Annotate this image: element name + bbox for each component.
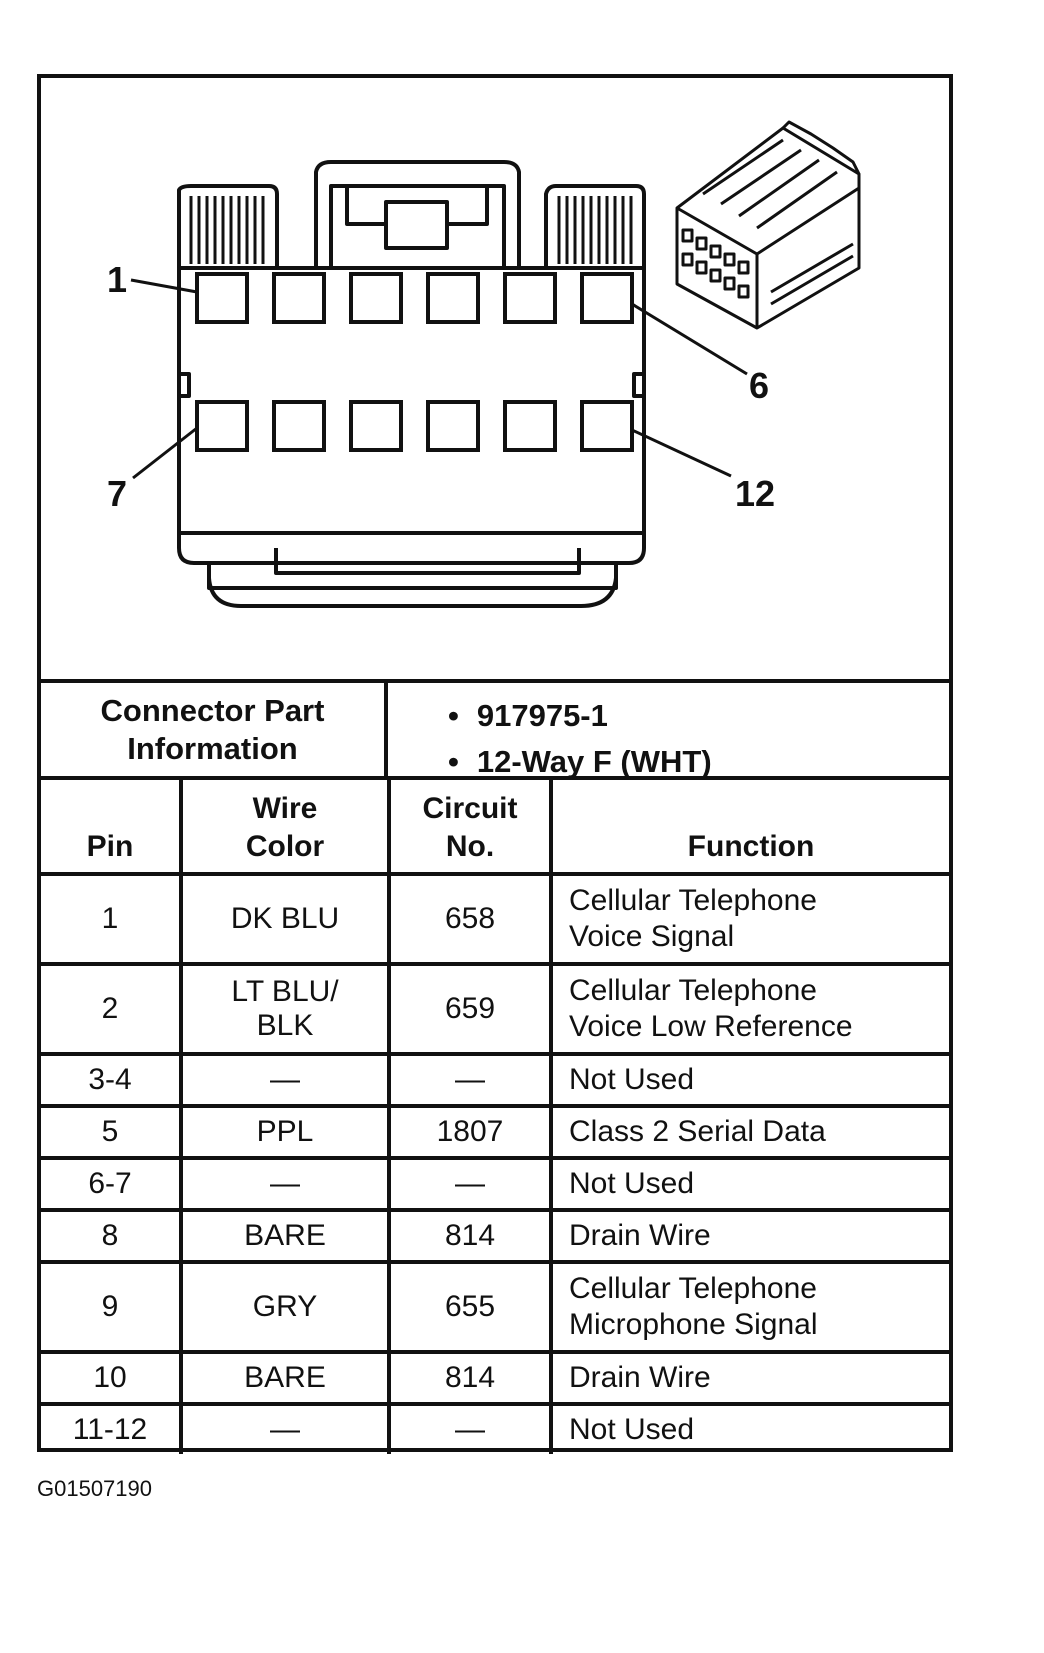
figure-id: G01507190 — [37, 1476, 152, 1501]
cell-function: Cellular Telephone Voice Low Reference — [549, 962, 949, 1056]
pin-cavity-1 — [195, 272, 249, 324]
cell-circuit: — — [387, 1156, 553, 1212]
leader-1 — [130, 278, 198, 294]
cell-wire-color: — — [179, 1156, 391, 1212]
cell-wire-color: BARE — [179, 1350, 391, 1406]
table-row: 6-7——Not Used — [41, 1156, 949, 1212]
pin-cavity-11 — [503, 400, 557, 452]
part-number: 917975-1 — [448, 693, 949, 739]
cell-function: Not Used — [549, 1156, 949, 1212]
cell-pin: 8 — [41, 1208, 183, 1264]
pin-cavity-5 — [503, 272, 557, 324]
pin-cavity-7 — [195, 400, 249, 452]
cell-circuit: 1807 — [387, 1104, 553, 1160]
leader-6 — [631, 302, 748, 376]
cell-circuit: — — [387, 1402, 553, 1454]
header-circuit: Circuit No. — [387, 780, 553, 876]
cell-pin: 6-7 — [41, 1156, 183, 1212]
left-latch — [177, 184, 279, 268]
cell-function: Not Used — [549, 1402, 949, 1454]
table-row: 3-4——Not Used — [41, 1052, 949, 1108]
header-wire-color: Wire Color — [179, 780, 391, 876]
cell-pin: 9 — [41, 1260, 183, 1354]
pin-cavity-10 — [426, 400, 480, 452]
cell-wire-color: — — [179, 1052, 391, 1108]
cell-function: Drain Wire — [549, 1350, 949, 1406]
connector-part-info-values: 917975-1 12-Way F (WHT) — [388, 683, 949, 779]
cell-circuit: 658 — [387, 872, 553, 966]
cell-wire-color: — — [179, 1402, 391, 1454]
cell-wire-color: BARE — [179, 1208, 391, 1264]
cell-pin: 2 — [41, 962, 183, 1056]
cell-wire-color: DK BLU — [179, 872, 391, 966]
pin-cavity-2 — [272, 272, 326, 324]
cell-wire-color: GRY — [179, 1260, 391, 1354]
cell-function: Cellular Telephone Microphone Signal — [549, 1260, 949, 1354]
leader-12 — [631, 428, 732, 478]
cell-circuit: — — [387, 1052, 553, 1108]
pin-cavity-4 — [426, 272, 480, 324]
connector-part-info: Connector Part Information 917975-1 12-W… — [41, 679, 949, 780]
leader-7 — [132, 426, 198, 480]
pin-cavity-3 — [349, 272, 403, 324]
connector-frame: 1 6 7 12 Connector Part Information 9179… — [37, 74, 953, 1454]
connector-diagram: 1 6 7 12 — [107, 120, 861, 608]
cell-circuit: 659 — [387, 962, 553, 1056]
header-function: Function — [549, 780, 949, 876]
top-tab — [314, 160, 521, 268]
pin-cavity-8 — [272, 400, 326, 452]
connector-body — [177, 266, 646, 565]
cell-pin: 10 — [41, 1350, 183, 1406]
pin-cavities-bottom — [195, 400, 634, 452]
cell-pin: 1 — [41, 872, 183, 966]
cell-function: Cellular Telephone Voice Signal — [549, 872, 949, 966]
connector-type: 12-Way F (WHT) — [448, 739, 949, 785]
cell-wire-color: LT BLU/ BLK — [179, 962, 391, 1056]
pin-cavity-12 — [580, 400, 634, 452]
cell-circuit: 814 — [387, 1350, 553, 1406]
callout-6: 6 — [749, 365, 769, 406]
table-row: 11-12——Not Used — [41, 1402, 949, 1454]
cell-wire-color: PPL — [179, 1104, 391, 1160]
table-header-row: Pin Wire Color Circuit No. Function — [41, 780, 949, 876]
cell-pin: 11-12 — [41, 1402, 183, 1454]
callout-7: 7 — [107, 473, 127, 514]
connector-part-info-label: Connector Part Information — [41, 683, 388, 776]
cell-circuit: 814 — [387, 1208, 553, 1264]
connector-isometric-icon — [675, 120, 861, 330]
pin-cavity-9 — [349, 400, 403, 452]
callout-12: 12 — [735, 473, 775, 514]
cell-function: Drain Wire — [549, 1208, 949, 1264]
cell-circuit: 655 — [387, 1260, 553, 1354]
cell-function: Not Used — [549, 1052, 949, 1108]
pin-cavities-top — [195, 272, 634, 324]
callout-1: 1 — [107, 259, 127, 300]
cell-function: Class 2 Serial Data — [549, 1104, 949, 1160]
cell-pin: 3-4 — [41, 1052, 183, 1108]
pin-cavity-6 — [580, 272, 634, 324]
header-pin: Pin — [41, 780, 183, 876]
cell-pin: 5 — [41, 1104, 183, 1160]
right-latch — [544, 184, 646, 268]
